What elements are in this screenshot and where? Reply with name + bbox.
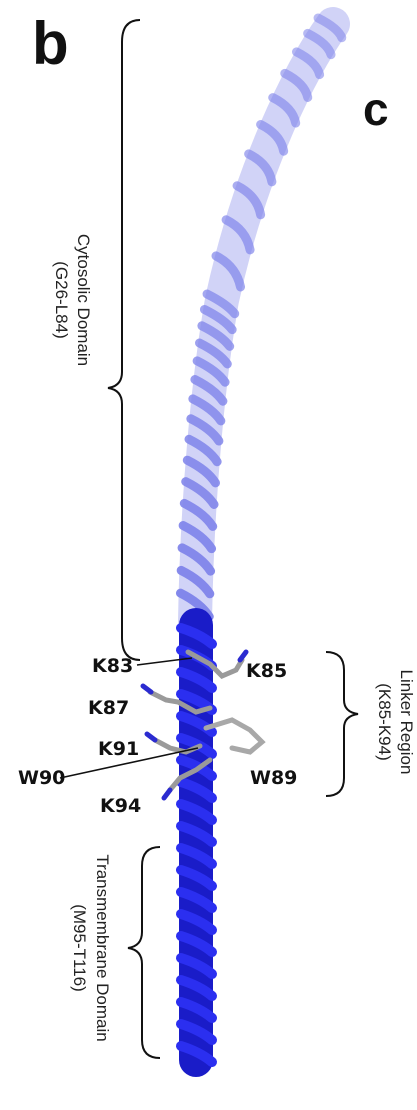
residue-label-w89: W89: [250, 767, 297, 789]
transmembrane-helix: [181, 625, 212, 1062]
cytosolic-domain-label: Cytosolic Domain: [74, 234, 93, 366]
linker-region-range: (K85-K94): [375, 683, 394, 760]
transmembrane-domain-label: Transmembrane Domain: [93, 854, 112, 1041]
cytosolic-domain-range: (G26-L84): [52, 261, 71, 338]
cytosolic-helix: [180, 18, 341, 622]
cytosolic-brace: [108, 20, 140, 660]
transmembrane-domain-range: (M95-T116): [70, 904, 89, 992]
linker-region-label: Linker Region: [397, 670, 416, 775]
residue-label-k83: K83: [92, 655, 133, 677]
linker-brace: [326, 652, 358, 796]
residue-label-k85: K85: [246, 660, 287, 682]
residue-label-k91: K91: [98, 738, 139, 760]
transmembrane-brace: [128, 847, 160, 1058]
residue-label-w90: W90: [18, 767, 65, 789]
residue-label-k87: K87: [88, 697, 129, 719]
residue-label-k94: K94: [100, 795, 141, 817]
